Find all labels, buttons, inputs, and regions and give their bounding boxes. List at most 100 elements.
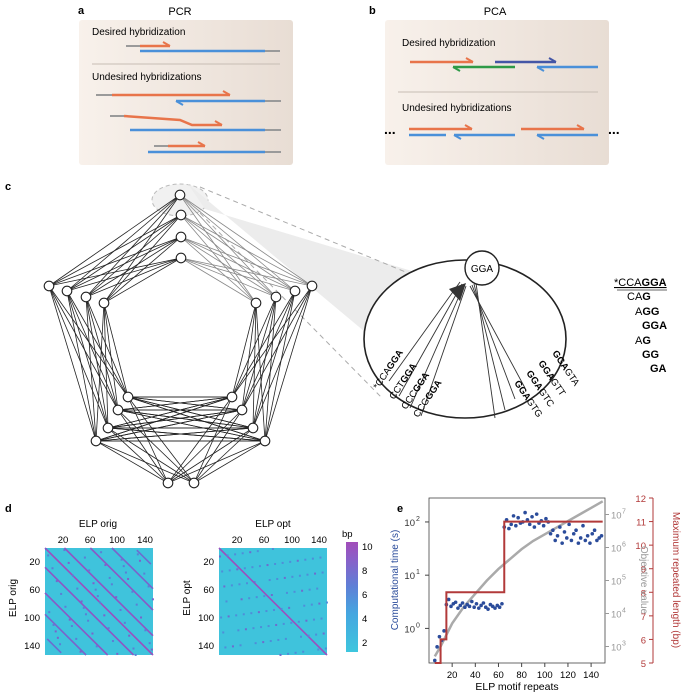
graph-edge: [103, 302, 111, 429]
heatmap-orig-marks: [44, 547, 154, 656]
heatmap-cell: [287, 652, 290, 655]
colorbar-unit: bp: [342, 529, 353, 540]
heatmap-cell: [304, 558, 307, 561]
heatmap-orig-title: ELP orig: [79, 519, 117, 530]
computational-time-point: [458, 603, 463, 608]
heatmap-cell: [260, 626, 263, 629]
y-tick-exponent: 0: [416, 622, 420, 629]
heatmap-cell: [134, 653, 137, 656]
heatmap-cell: [48, 611, 51, 614]
computational-time-point: [548, 531, 553, 536]
heatmap-cell: [311, 557, 314, 560]
heatmap-cell: [263, 595, 266, 598]
graph-edge: [103, 302, 130, 398]
heatmap-cell: [45, 548, 47, 550]
graph-node: [80, 291, 92, 303]
x-tick-label: 20: [447, 670, 458, 681]
chart-e-ylabel: Computational time (s): [390, 530, 401, 631]
graph-edge: [66, 290, 129, 398]
heatmap-cell: [72, 574, 74, 577]
heatmap-cell: [59, 643, 62, 646]
heatmap-cell: [94, 588, 97, 591]
computational-time-point: [585, 533, 590, 538]
graph-edge: [251, 290, 296, 429]
heatmap-cell: [60, 592, 63, 595]
computational-time-point: [446, 597, 451, 602]
panel-c-letter: c: [5, 181, 11, 193]
graph-node: [247, 422, 259, 434]
legend-line-7: GA: [650, 363, 667, 375]
computational-time-point: [470, 599, 474, 604]
heatmap-cell: [290, 621, 293, 624]
heatmap-cell: [150, 648, 153, 651]
heatmap-cell: [223, 585, 226, 588]
computational-time-point: [479, 603, 483, 608]
y2-tick-label: 10: [611, 511, 622, 522]
computational-time-point: [544, 516, 548, 521]
heatmap-cell: [83, 556, 86, 559]
heatmap-cell: [266, 564, 269, 567]
legend-line-5: AG: [635, 335, 651, 347]
graph-edge: [127, 396, 195, 484]
heatmap-cell: [127, 577, 130, 580]
y3-tick-label: 10: [635, 541, 646, 552]
panel-b-title: PCA: [484, 6, 507, 18]
graph-edge: [252, 285, 313, 429]
computational-time-point: [516, 515, 520, 520]
heatmap-cell: [301, 589, 304, 592]
heatmap-cell: [282, 622, 285, 625]
computational-time-point: [562, 530, 567, 534]
heatmap-cell: [119, 608, 122, 611]
sequence-legend: *CCAGGA CAG AGG GGA AG GG GA: [614, 277, 667, 375]
heatmap-band: [44, 592, 109, 656]
heatmap-cell: [138, 559, 141, 562]
computational-time-point: [507, 526, 511, 531]
heatmap-cell: [225, 600, 228, 603]
zoom-line-bottom: [199, 212, 383, 399]
graph-edge: [117, 409, 195, 484]
heatmap-cell: [241, 552, 244, 555]
heatmap-cell: [151, 598, 154, 601]
graph-edge: [180, 257, 257, 304]
y-tick-exponent: 1: [416, 569, 420, 576]
heatmap-orig-xtick-4: 140: [137, 535, 153, 546]
y2-tick-exponent: 5: [622, 575, 626, 582]
x-tick-label: 140: [583, 670, 599, 681]
heatmap-cell: [123, 621, 126, 624]
heatmap-cell: [122, 565, 125, 568]
colorbar-tick-10: 10: [362, 542, 373, 553]
graph-node: [306, 280, 318, 292]
computational-time-point: [476, 606, 481, 610]
heatmap-cell: [253, 581, 256, 584]
graph-edge: [85, 296, 129, 398]
heatmap-cell: [269, 640, 272, 643]
heatmap-cell: [307, 634, 310, 637]
heatmap-cell: [296, 559, 299, 562]
heatmap-cell: [55, 580, 58, 583]
computational-time-point: [523, 510, 527, 515]
heatmap-cell: [318, 602, 321, 605]
computational-time-point: [583, 538, 588, 543]
graph-edge: [180, 236, 257, 304]
legend-line-3: AGG: [635, 306, 659, 318]
heatmap-cell: [308, 588, 311, 591]
chart-e-plot-area: [428, 497, 606, 664]
heatmap-cell: [80, 600, 83, 603]
heatmap-cell: [70, 625, 73, 628]
heatmap-cell: [312, 618, 315, 621]
heatmap-opt-xtick-2: 60: [259, 535, 270, 546]
graph-edge: [180, 236, 277, 298]
heatmap-cell: [64, 605, 67, 608]
computational-time-point: [472, 605, 476, 610]
heatmap-cell: [251, 566, 254, 569]
graph-edge: [95, 440, 195, 484]
heatmap-cell: [274, 562, 277, 565]
heatmap-orig-ytick-4: 140: [24, 641, 40, 652]
heatmap-band: [136, 549, 152, 565]
heatmap-cell: [124, 571, 127, 574]
computational-time-point: [514, 523, 518, 528]
heatmap-cell: [254, 642, 257, 645]
panel-b-ellipsis-left: ...: [384, 121, 396, 137]
computational-time-point: [555, 533, 560, 538]
graph-edge: [66, 290, 110, 429]
